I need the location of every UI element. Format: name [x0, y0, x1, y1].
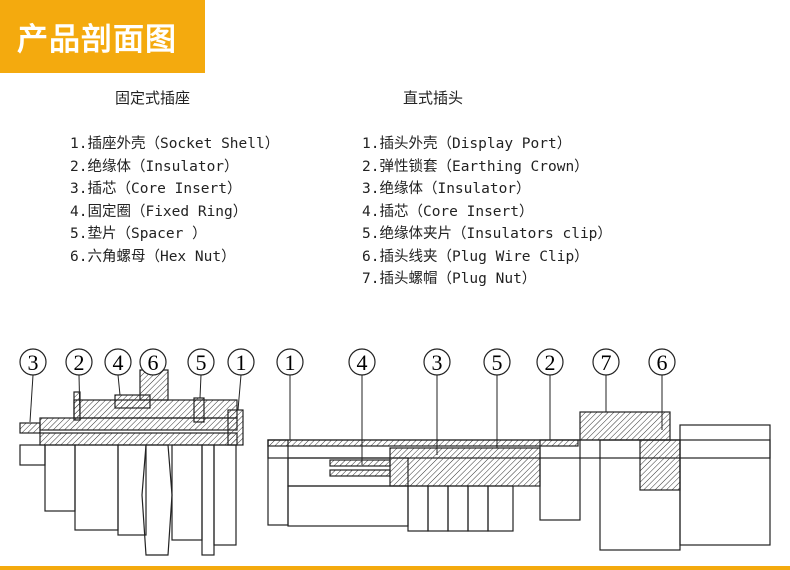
list-item: 7.插头螺帽（Plug Nut）	[362, 271, 537, 287]
callout-circle	[423, 348, 451, 376]
plug-callout-2: 2	[536, 348, 564, 440]
callout-number: 2	[545, 350, 556, 375]
callout-number: 2	[74, 350, 85, 375]
callout-number: 4	[357, 350, 368, 375]
callout-circle	[227, 348, 255, 376]
plug-callout-6: 6	[648, 348, 676, 430]
list-item: 5.垫片（Spacer ）	[70, 226, 207, 242]
plug-title: 直式插头	[403, 89, 464, 107]
leader-line	[117, 374, 121, 396]
callout-circle	[592, 348, 620, 376]
list-item: 4.固定圈（Fixed Ring）	[70, 203, 248, 220]
section-title: 产品剖面图	[17, 22, 177, 58]
leader-line	[237, 374, 242, 411]
callout-circle	[19, 348, 47, 376]
callout-number: 6	[148, 350, 159, 375]
socket-callout-6: 6	[139, 348, 167, 376]
callout-number: 5	[492, 350, 503, 375]
socket-callout-2: 2	[65, 348, 93, 419]
plug-callout-4: 4	[348, 348, 376, 465]
socket-callout-1: 1	[227, 348, 255, 411]
socket-parts-list: 1.插座外壳（Socket Shell） 2.绝缘体（Insulator） 3.…	[70, 133, 279, 268]
socket-callout-3: 3	[19, 348, 47, 423]
list-item: 6.插头线夹（Plug Wire Clip）	[362, 248, 589, 265]
list-item: 6.六角螺母（Hex Nut）	[70, 248, 236, 265]
list-item: 2.弹性锁套（Earthing Crown）	[362, 158, 589, 175]
leader-line	[78, 374, 81, 419]
callout-number: 3	[28, 350, 39, 375]
callout-circle	[276, 348, 304, 376]
leader-line	[199, 374, 202, 399]
plug-callout-1: 1	[276, 348, 304, 440]
callout-circle	[483, 348, 511, 376]
socket-drawing	[19, 369, 244, 556]
callout-number: 5	[196, 350, 207, 375]
callout-circle	[104, 348, 132, 376]
plug-parts-list: 1.插头外壳（Display Port） 2.弹性锁套（Earthing Cro…	[362, 133, 612, 291]
leader-line	[29, 374, 34, 423]
list-item: 3.绝缘体（Insulator）	[362, 181, 531, 197]
socket-title: 固定式插座	[115, 89, 191, 107]
plug-callout-7: 7	[592, 348, 620, 412]
socket-callout-4: 4	[104, 348, 132, 396]
list-item: 2.绝缘体（Insulator）	[70, 158, 239, 175]
section-header: 产品剖面图	[0, 0, 205, 73]
callout-circle	[536, 348, 564, 376]
plug-callout-3: 3	[423, 348, 451, 455]
plug-callout-5: 5	[483, 348, 511, 448]
callout-number: 1	[236, 350, 247, 375]
callout-circle	[139, 348, 167, 376]
callout-number: 1	[285, 350, 296, 375]
socket-callout-5: 5	[187, 348, 215, 399]
plug-drawing	[267, 411, 771, 551]
callout-number: 3	[432, 350, 443, 375]
list-item: 4.插芯（Core Insert）	[362, 203, 534, 220]
callout-circle	[348, 348, 376, 376]
callout-circle	[648, 348, 676, 376]
callout-number: 6	[657, 350, 668, 375]
list-item: 1.插座外壳（Socket Shell）	[70, 136, 280, 152]
list-item: 1.插头外壳（Display Port）	[362, 136, 572, 152]
callout-number: 4	[113, 350, 124, 375]
list-item: 5.绝缘体夹片（Insulators clip）	[362, 226, 612, 242]
bottom-accent-line	[0, 566, 790, 570]
callout-circle	[65, 348, 93, 376]
callout-circle	[187, 348, 215, 376]
callout-number: 7	[601, 350, 612, 375]
list-item: 3.插芯（Core Insert）	[70, 181, 242, 197]
